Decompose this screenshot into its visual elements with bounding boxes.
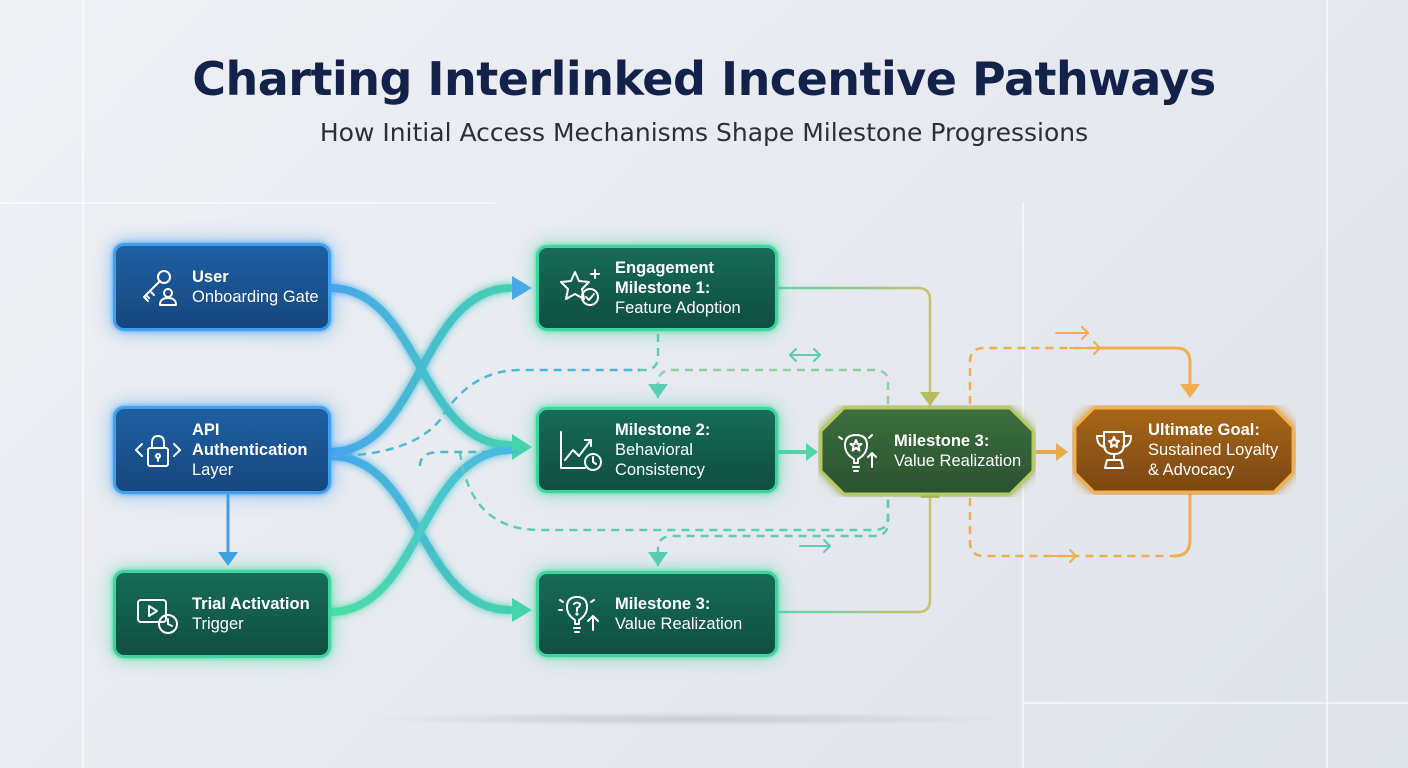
node-label: Feature Adoption bbox=[615, 299, 741, 317]
dashed-gold-top bbox=[968, 346, 1096, 404]
node-label: Milestone 1: bbox=[615, 279, 711, 297]
trophy-icon bbox=[1096, 431, 1132, 469]
milestone-2-node[interactable]: Milestone 2: Behavioral Consistency bbox=[536, 407, 778, 493]
engagement-milestone-1-node[interactable]: Engagement Milestone 1: Feature Adoption bbox=[536, 245, 778, 331]
link-goal-top bbox=[1096, 346, 1192, 386]
link-milestone3-to-center bbox=[778, 496, 932, 614]
node-label: Trigger bbox=[192, 615, 244, 633]
flow-trial-to-milestone2 bbox=[326, 446, 514, 616]
key-user-icon bbox=[143, 270, 177, 306]
code-lock-icon bbox=[135, 435, 181, 467]
node-label: Trial Activation bbox=[192, 595, 310, 613]
lightbulb-arrow-icon bbox=[558, 596, 599, 633]
bidirectional-arrow-icon bbox=[789, 348, 821, 362]
node-label: & Advocacy bbox=[1148, 461, 1235, 479]
background-divider bbox=[82, 0, 84, 768]
octagon-shape bbox=[1073, 406, 1295, 494]
node-label: Milestone 2: bbox=[615, 421, 711, 439]
page-subtitle: How Initial Access Mechanisms Shape Mile… bbox=[319, 118, 1089, 147]
background-divider bbox=[1022, 702, 1408, 704]
right-arrow-icon bbox=[1045, 549, 1077, 563]
star-check-icon bbox=[560, 269, 600, 306]
node-label: Layer bbox=[192, 461, 234, 479]
octagon-shape bbox=[819, 406, 1035, 496]
node-label: Value Realization bbox=[894, 452, 1022, 470]
milestone-3-center-node[interactable]: Milestone 3: Value Realization bbox=[818, 405, 1036, 497]
node-label: Milestone 3: bbox=[894, 432, 990, 450]
flow-arrowheads bbox=[512, 276, 532, 622]
node-label: Sustained Loyalty bbox=[1148, 441, 1279, 459]
ultimate-goal-node[interactable]: Ultimate Goal: Sustained Loyalty & Advoc… bbox=[1072, 405, 1296, 495]
dashed-center-to-milestone3 bbox=[656, 500, 890, 566]
dashed-engagement-to-milestone2 bbox=[620, 334, 660, 372]
lightbulb-star-icon bbox=[838, 434, 877, 472]
page-title: Charting Interlinked Incentive Pathways bbox=[192, 52, 1216, 106]
node-label: Behavioral Consistency bbox=[615, 441, 705, 479]
user-onboarding-gate-node[interactable]: User Onboarding Gate bbox=[113, 243, 331, 331]
node-label: Ultimate Goal: bbox=[1148, 421, 1260, 439]
dashed-loop-left bbox=[329, 368, 640, 458]
node-label: Engagement bbox=[615, 259, 715, 277]
flow-api-to-engagement bbox=[326, 284, 514, 456]
chart-clock-icon bbox=[560, 431, 602, 471]
background-divider bbox=[1326, 0, 1328, 768]
trial-activation-node[interactable]: Trial Activation Trigger bbox=[113, 570, 331, 658]
dashed-center-to-milestone2 bbox=[656, 368, 890, 404]
background-divider bbox=[1022, 202, 1024, 768]
floor-shadow bbox=[360, 712, 1020, 726]
node-label: API bbox=[192, 421, 220, 439]
node-label: Milestone 3: bbox=[615, 595, 711, 613]
dashed-api-return bbox=[418, 450, 520, 467]
node-label: Onboarding Gate bbox=[192, 288, 319, 306]
node-label: Value Realization bbox=[615, 615, 743, 633]
node-label: Authentication bbox=[192, 441, 308, 459]
background-divider bbox=[0, 202, 495, 204]
dashed-gold-bottom bbox=[968, 498, 1174, 558]
milestone-3-bottom-node[interactable]: Milestone 3: Value Realization bbox=[536, 571, 778, 657]
node-label: User bbox=[192, 268, 229, 286]
api-authentication-node[interactable]: API Authentication Layer bbox=[113, 406, 331, 494]
dashed-arrowheads bbox=[648, 384, 668, 566]
link-engagement-to-center bbox=[778, 286, 932, 394]
link-goal-loop bbox=[1173, 494, 1192, 558]
play-clock-icon bbox=[137, 599, 178, 634]
right-arrow-icon bbox=[1055, 326, 1101, 355]
right-arrow-icon bbox=[799, 539, 831, 553]
